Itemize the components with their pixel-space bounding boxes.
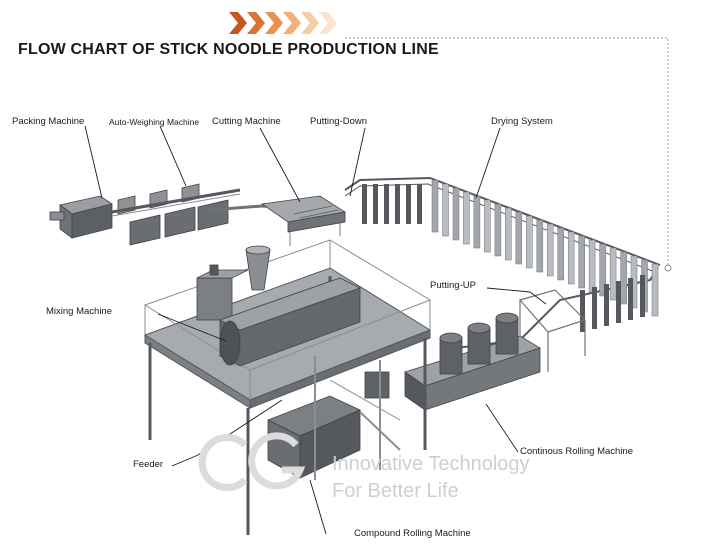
noodle-curtain <box>362 184 367 224</box>
label-mixing-machine: Mixing Machine <box>46 306 112 317</box>
label-compound-rolling-machine: Compound Rolling Machine <box>354 528 471 539</box>
chevron-arrow-4 <box>283 12 301 34</box>
noodle-curtain <box>604 284 609 326</box>
chevron-arrow-5 <box>301 12 319 34</box>
watermark-line-2: For Better Life <box>332 480 459 502</box>
label-continuous-rolling-machine: Continous Rolling Machine <box>520 446 634 457</box>
noodle-curtain <box>588 239 596 293</box>
noodle-curtain <box>484 199 491 253</box>
label-auto-weighing-machine: Auto-Weighing Machine <box>109 117 200 127</box>
noodle-curtain <box>599 243 606 297</box>
mixing-machine-shape <box>196 245 362 367</box>
noodle-curtain <box>452 187 460 241</box>
noodle-curtain <box>567 231 575 285</box>
cutting-machine-shape <box>260 195 347 246</box>
noodle-curtain <box>651 263 659 317</box>
chevron-arrow-1 <box>229 12 247 34</box>
noodle-curtain <box>628 278 633 320</box>
noodle-curtain <box>515 211 523 265</box>
page-title: FLOW CHART OF STICK NOODLE PRODUCTION LI… <box>18 41 439 58</box>
label-feeder: Feeder <box>133 459 164 470</box>
noodle-curtain <box>494 203 502 257</box>
noodle-curtain <box>526 215 533 269</box>
chevron-arrows-icon <box>229 12 337 34</box>
noodle-curtain <box>395 184 400 224</box>
watermark-line-1: Innovative Technology <box>332 453 530 475</box>
noodle-curtain <box>431 179 439 233</box>
chevron-arrow-2 <box>247 12 265 34</box>
noodle-curtain <box>463 191 470 245</box>
noodle-curtain <box>546 223 554 277</box>
label-putting-down: Putting-Down <box>310 116 368 127</box>
chevron-arrow-3 <box>265 12 283 34</box>
packing-machine-shape <box>49 195 113 239</box>
noodle-curtain <box>417 184 422 224</box>
dotted-border-end <box>664 264 672 272</box>
noodle-curtain <box>442 183 449 237</box>
noodle-curtain <box>609 247 617 301</box>
noodle-curtain <box>580 290 585 332</box>
drying-noodle-curtains <box>362 179 659 332</box>
noodle-curtain <box>473 195 481 249</box>
weighing-machine-shapes <box>111 183 241 246</box>
label-drying-system: Drying System <box>491 116 553 127</box>
noodle-curtain <box>406 184 411 224</box>
noodle-curtain <box>557 227 564 281</box>
noodle-curtain <box>640 275 645 317</box>
noodle-curtain <box>373 184 378 224</box>
watermark-logo-icon <box>198 432 306 491</box>
label-packing-machine: Packing Machine <box>12 116 85 127</box>
noodle-curtain <box>620 251 627 305</box>
noodle-curtain <box>505 207 512 261</box>
label-cutting-machine: Cutting Machine <box>212 116 281 127</box>
noodle-curtain <box>578 235 585 289</box>
label-putting-up: Putting-UP <box>430 280 476 291</box>
chevron-arrow-6 <box>319 12 337 34</box>
noodle-curtain <box>384 184 389 224</box>
noodle-curtain <box>536 219 544 273</box>
noodle-curtain <box>616 281 621 323</box>
noodle-curtain <box>592 287 597 329</box>
